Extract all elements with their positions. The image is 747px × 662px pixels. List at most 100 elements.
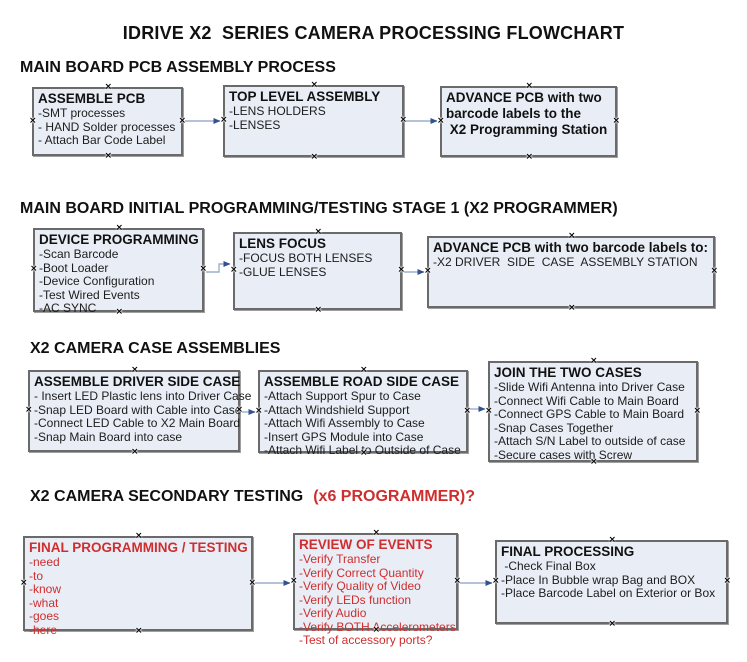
section-header-pcb-assembly: MAIN BOARD PCB ASSEMBLY PROCESS <box>20 59 336 76</box>
connection-point-icon: × <box>437 115 445 126</box>
box-item: -Insert GPS Module into Case <box>264 429 424 444</box>
connection-point-icon: × <box>29 115 37 126</box>
section-header-initial-programming: MAIN BOARD INITIAL PROGRAMMING/TESTING S… <box>20 200 618 217</box>
box-item: - Insert LED Plastic lens into Driver Ca… <box>34 389 252 403</box>
box-item: -Snap Main Board into case <box>34 429 183 444</box>
box-item: -Place In Bubble wrap Bag and BOX <box>501 572 696 587</box>
flow-box-assemble-pcb: ASSEMBLE PCB -SMT processes - HAND Solde… <box>29 83 186 161</box>
box-item: -Verify Transfer <box>299 552 381 566</box>
box-item: -Snap Cases Together <box>494 420 614 435</box>
box-item: -Snap LED Board with Cable into Case <box>34 402 242 417</box>
connection-point-icon: × <box>135 531 143 541</box>
box-item: -Verify LEDs function <box>299 592 412 607</box>
flow-box-device-programming: DEVICE PROGRAMMING -Scan Barcode -Boot L… <box>30 224 207 317</box>
box-title-line: X2 Programming Station <box>446 122 608 137</box>
box-item: - Attach Bar Code Label <box>38 133 166 147</box>
connection-point-icon: × <box>525 81 534 91</box>
flow-box-join-the-two-cases: JOIN THE TWO CASES -Slide Wifi Antenna i… <box>485 357 701 467</box>
box-item: -Check Final Box <box>501 559 596 573</box>
box-item: -Verify BOTH Accelerometers <box>299 619 456 634</box>
connection-point-icon: × <box>397 265 405 275</box>
box-item: -know <box>29 582 62 596</box>
box-item: -to <box>29 568 44 583</box>
connection-point-icon: × <box>131 365 139 375</box>
connection-point-icon: × <box>290 575 298 586</box>
connection-point-icon: × <box>255 405 263 416</box>
box-item: -Test Wired Events <box>39 287 140 302</box>
connection-point-icon: × <box>104 151 113 161</box>
connection-point-icon: × <box>104 82 113 92</box>
box-item: -Attach Wifi Assembly to Case <box>264 416 425 430</box>
section-header-red-text: (x6 PROGRAMMER)? <box>313 488 475 505</box>
box-item: -SMT processes <box>38 106 126 120</box>
flow-box-review-of-events: REVIEW OF EVENTS -Verify Transfer -Verif… <box>290 529 461 647</box>
connection-point-icon: × <box>248 577 256 588</box>
box-item: -Verify Correct Quantity <box>299 565 424 580</box>
connection-point-icon: × <box>310 152 319 162</box>
flow-box-advance-pcb-programming-station: ADVANCE PCB with two barcode labels to t… <box>437 82 620 162</box>
section-header-secondary-testing: X2 CAMERA SECONDARY TESTING (x6 PROGRAMME… <box>30 488 475 506</box>
box-item: -Attach Windshield Support <box>264 402 410 417</box>
page-title: IDRIVE X2 SERIES CAMERA PROCESSING FLOWC… <box>122 23 625 43</box>
box-item: -Secure cases with Screw <box>494 447 633 462</box>
connection-point-icon: × <box>314 305 323 315</box>
box-title: ASSEMBLE DRIVER SIDE CASE <box>34 374 241 389</box>
flow-box-top-level-assembly: TOP LEVEL ASSEMBLY -LENS HOLDERS -LENSES… <box>220 81 407 162</box>
box-item: -AC SYNC <box>39 301 97 315</box>
connection-point-icon: × <box>314 227 323 237</box>
connection-point-icon: × <box>178 115 186 126</box>
box-item: -Verify Audio <box>299 606 367 620</box>
connection-point-icon: × <box>723 576 731 586</box>
connection-point-icon: × <box>568 303 576 313</box>
connection-point-icon: × <box>230 265 238 275</box>
connection-point-icon: × <box>424 266 432 276</box>
box-item: -LENS HOLDERS <box>229 104 326 118</box>
box-title: ASSEMBLE PCB <box>38 91 146 106</box>
connection-point-icon: × <box>608 619 617 629</box>
box-title: ADVANCE PCB with two barcode labels to: <box>433 240 709 255</box>
connection-point-icon: × <box>492 576 500 586</box>
box-item: -Attach Wifi Label to Outside of Case <box>264 443 461 457</box>
flow-box-lens-focus: LENS FOCUS -FOCUS BOTH LENSES -GLUE LENS… <box>230 228 405 315</box>
box-item: -Verify Quality of Video <box>299 579 421 593</box>
box-title-line: barcode labels to the <box>446 106 582 121</box>
box-item: -Connect LED Cable to X2 Main Board <box>34 416 241 430</box>
box-item: -what <box>29 595 59 610</box>
box-item: -here <box>29 622 58 637</box>
flow-box-assemble-road-side-case: ASSEMBLE ROAD SIDE CASE -Attach Support … <box>255 366 471 458</box>
box-title-line: ADVANCE PCB with two <box>446 90 602 105</box>
connection-point-icon: × <box>453 575 461 586</box>
box-title: LENS FOCUS <box>239 236 327 251</box>
flow-box-assemble-driver-side-case: ASSEMBLE DRIVER SIDE CASE - Insert LED P… <box>25 366 252 457</box>
box-item: -Attach S/N Label to outside of case <box>494 434 686 448</box>
box-item: -goes <box>29 609 60 623</box>
box-item: -X2 DRIVER SIDE CASE ASSEMBLY STATION <box>433 255 698 269</box>
connection-point-icon: × <box>115 223 124 233</box>
connector-device-to-lensfocus <box>206 261 231 273</box>
box-title: FINAL PROCESSING <box>501 544 635 559</box>
connection-point-icon: × <box>693 405 701 416</box>
box-item: -Test of accessory ports? <box>299 633 433 647</box>
box-item: -Connect GPS Cable to Main Board <box>494 407 685 421</box>
box-item: -Scan Barcode <box>39 247 119 261</box>
connection-point-icon: × <box>608 535 617 545</box>
connection-point-icon: × <box>131 447 139 457</box>
connection-point-icon: × <box>612 115 620 126</box>
box-item: -Place Barcode Label on Exterior or Box <box>501 586 716 600</box>
box-title: TOP LEVEL ASSEMBLY <box>229 89 381 104</box>
connection-point-icon: × <box>525 152 534 162</box>
connection-point-icon: × <box>568 231 576 241</box>
connection-point-icon: × <box>360 365 368 375</box>
box-item: -FOCUS BOTH LENSES <box>239 251 373 265</box>
connection-point-icon: × <box>30 264 38 274</box>
connection-point-icon: × <box>710 266 718 276</box>
section-header-black-text: X2 CAMERA SECONDARY TESTING <box>30 488 304 505</box>
box-item: -need <box>29 555 60 569</box>
flow-box-final-processing: FINAL PROCESSING -Check Final Box -Place… <box>492 536 731 629</box>
box-item: -Slide Wifi Antenna into Driver Case <box>494 380 685 394</box>
box-title: REVIEW OF EVENTS <box>299 537 433 552</box>
box-item: -Device Configuration <box>39 274 155 288</box>
flow-box-advance-pcb-driver-side-station: ADVANCE PCB with two barcode labels to: … <box>424 232 718 313</box>
box-title: DEVICE PROGRAMMING <box>39 232 199 247</box>
connection-point-icon: × <box>399 115 407 125</box>
